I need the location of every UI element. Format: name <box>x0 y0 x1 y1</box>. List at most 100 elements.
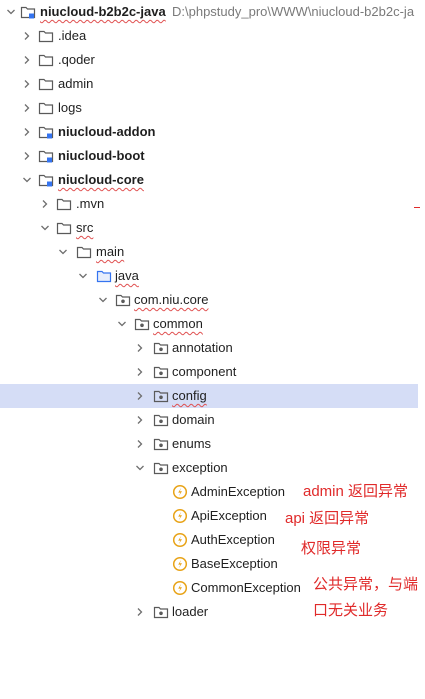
folder-icon <box>38 76 54 92</box>
package-icon <box>153 604 169 620</box>
folder-icon <box>56 220 72 236</box>
folder-icon <box>38 28 54 44</box>
tree-row-label: src <box>76 220 94 235</box>
tree-row-label: .mvn <box>76 196 105 211</box>
module-folder-icon <box>38 124 54 140</box>
tree-row-domain[interactable]: domain <box>0 408 418 432</box>
chevron-right-icon[interactable] <box>133 432 147 456</box>
package-icon <box>153 340 169 356</box>
chevron-down-icon[interactable] <box>76 264 90 288</box>
tree-row-idea[interactable]: .idea <box>0 24 418 48</box>
tree-row-label: config <box>172 388 207 403</box>
tree-row-label: niucloud-boot <box>58 148 145 163</box>
annotation-common-exception-line1: 公共异常，与端 <box>313 576 419 593</box>
tree-row-niucloud-boot[interactable]: niucloud-boot <box>0 144 418 168</box>
chevron-right-icon[interactable] <box>133 408 147 432</box>
package-icon <box>115 292 131 308</box>
module-folder-icon <box>38 172 54 188</box>
package-icon <box>153 436 169 452</box>
tree-row-label: domain <box>172 412 215 427</box>
module-folder-icon <box>38 148 54 164</box>
tree-row-annotation[interactable]: annotation <box>0 336 418 360</box>
folder-icon <box>56 196 72 212</box>
tree-row-com-niu-core[interactable]: com.niu.core <box>0 288 418 312</box>
folder-icon <box>38 52 54 68</box>
tree-row-label: common <box>153 316 203 331</box>
chevron-right-icon[interactable] <box>20 24 34 48</box>
exception-class-icon <box>172 556 188 572</box>
exception-class-icon <box>172 508 188 524</box>
package-icon <box>153 460 169 476</box>
tree-row-label: niucloud-b2b2c-java <box>40 4 166 19</box>
chevron-right-icon[interactable] <box>133 360 147 384</box>
tree-row-label: com.niu.core <box>134 292 209 307</box>
annotation-auth-exception: 权限异常 <box>301 540 362 557</box>
tree-row-label: ApiException <box>191 508 267 523</box>
tree-row-config[interactable]: config <box>0 384 418 408</box>
tree-row-label: .qoder <box>58 52 95 67</box>
tree-row-common[interactable]: common <box>0 312 418 336</box>
project-path: D:\phpstudy_pro\WWW\niucloud-b2b2c-ja <box>172 4 415 19</box>
folder-icon <box>76 244 92 260</box>
tree-row-qoder[interactable]: .qoder <box>0 48 418 72</box>
exception-class-icon <box>172 532 188 548</box>
chevron-right-icon[interactable] <box>133 600 147 624</box>
chevron-down-icon[interactable] <box>133 456 147 480</box>
exception-class-icon <box>172 580 188 596</box>
tree-row-loader[interactable]: loader <box>0 600 418 624</box>
tree-row-label: AdminException <box>191 484 285 499</box>
tree-row-api-exception[interactable]: ApiException <box>0 504 418 528</box>
tree-row-root[interactable]: niucloud-b2b2c-java D:\phpstudy_pro\WWW\… <box>0 0 418 24</box>
chevron-right-icon[interactable] <box>133 336 147 360</box>
tree-row-label: annotation <box>172 340 233 355</box>
tree-row-label: BaseException <box>191 556 278 571</box>
tree-row-label: java <box>115 268 139 283</box>
tree-row-label: exception <box>172 460 228 475</box>
chevron-down-icon[interactable] <box>38 216 52 240</box>
chevron-down-icon[interactable] <box>115 312 129 336</box>
chevron-down-icon[interactable] <box>96 288 110 312</box>
tree-row-label: AuthException <box>191 532 275 547</box>
tree-row-auth-exception[interactable]: AuthException <box>0 528 418 552</box>
tree-row-label: main <box>96 244 125 259</box>
tree-row-label: logs <box>58 100 82 115</box>
chevron-down-icon[interactable] <box>4 0 18 24</box>
chevron-down-icon[interactable] <box>56 240 70 264</box>
annotation-admin-exception: admin 返回异常 <box>303 483 409 500</box>
annotation-api-exception: api 返回异常 <box>285 510 370 527</box>
tree-row-niucloud-core[interactable]: niucloud-core <box>0 168 418 192</box>
chevron-right-icon[interactable] <box>20 120 34 144</box>
tree-row-java[interactable]: java <box>0 264 418 288</box>
tree-row-label: admin <box>58 76 94 91</box>
tree-row-logs[interactable]: logs <box>0 96 418 120</box>
package-icon <box>153 388 169 404</box>
chevron-right-icon[interactable] <box>20 72 34 96</box>
tree-row-admin-exception[interactable]: AdminException <box>0 480 418 504</box>
tree-row-main[interactable]: main <box>0 240 418 264</box>
chevron-right-icon[interactable] <box>133 384 147 408</box>
tree-row-src[interactable]: src <box>0 216 418 240</box>
package-icon <box>134 316 150 332</box>
folder-icon <box>38 100 54 116</box>
tree-row-component[interactable]: component <box>0 360 418 384</box>
tree-row-mvn[interactable]: .mvn <box>0 192 418 216</box>
tree-row-enums[interactable]: enums <box>0 432 418 456</box>
tree-row-label: niucloud-core <box>58 172 144 187</box>
package-icon <box>153 412 169 428</box>
tree-row-common-exception[interactable]: CommonException <box>0 576 418 600</box>
chevron-right-icon[interactable] <box>38 192 52 216</box>
chevron-right-icon[interactable] <box>20 48 34 72</box>
chevron-right-icon[interactable] <box>20 96 34 120</box>
tree-row-admin[interactable]: admin <box>0 72 418 96</box>
red-mark <box>414 207 420 208</box>
tree-row-label: CommonException <box>191 580 301 595</box>
tree-row-niucloud-addon[interactable]: niucloud-addon <box>0 120 418 144</box>
tree-row-exception[interactable]: exception <box>0 456 418 480</box>
tree-row-base-exception[interactable]: BaseException <box>0 552 418 576</box>
tree-row-label: component <box>172 364 237 379</box>
module-folder-icon <box>20 4 36 20</box>
annotation-common-exception-line2: 口无关业务 <box>313 602 389 619</box>
chevron-right-icon[interactable] <box>20 144 34 168</box>
tree-row-label: loader <box>172 604 209 619</box>
chevron-down-icon[interactable] <box>20 168 34 192</box>
